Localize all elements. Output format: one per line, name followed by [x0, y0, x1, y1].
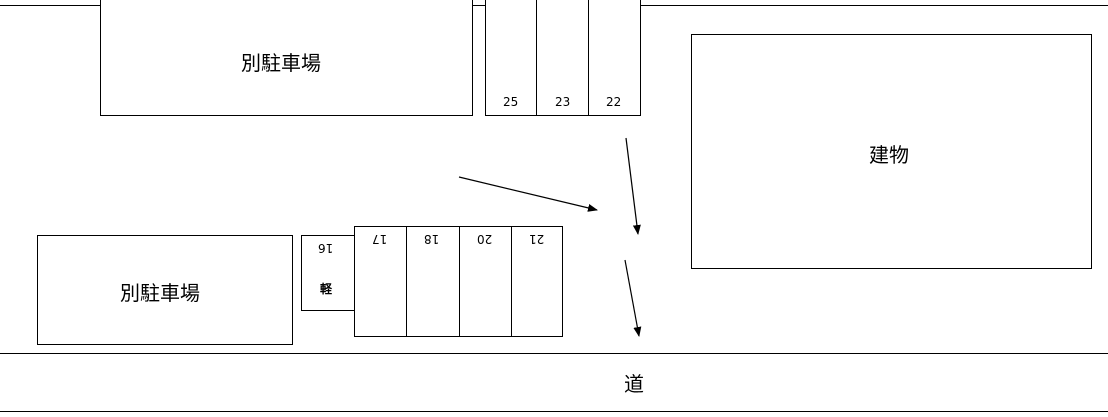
parking-space-22: 22 [588, 0, 641, 116]
road-label: 道 [624, 372, 644, 396]
parking-space-18: 18 [406, 226, 460, 337]
annex-parking-bottom: 別駐車場 [37, 235, 293, 345]
annex-parking-top-label: 別駐車場 [241, 51, 321, 75]
parking-space-number: 25 [503, 95, 519, 109]
arrow-down-lower [624, 259, 642, 337]
parking-space-21: 21 [511, 226, 563, 337]
road-edge-top [0, 353, 1108, 354]
kei-car-mark: 軽 [320, 282, 333, 296]
parking-space-16-kei: 16 軽 [301, 235, 355, 311]
arrow-to-entrance [458, 176, 598, 212]
arrow-down-upper [625, 137, 641, 235]
annex-parking-top: 別駐車場 [100, 0, 473, 116]
parking-space-number: 23 [555, 95, 571, 109]
parking-space-17: 17 [354, 226, 408, 337]
parking-space-23: 23 [536, 0, 589, 116]
annex-parking-bottom-label: 別駐車場 [120, 281, 200, 305]
building: 建物 [691, 34, 1092, 269]
parking-space-number: 22 [606, 95, 622, 109]
road-edge-bottom [0, 411, 1108, 412]
parking-space-25: 25 [485, 0, 537, 116]
building-label: 建物 [869, 143, 909, 167]
